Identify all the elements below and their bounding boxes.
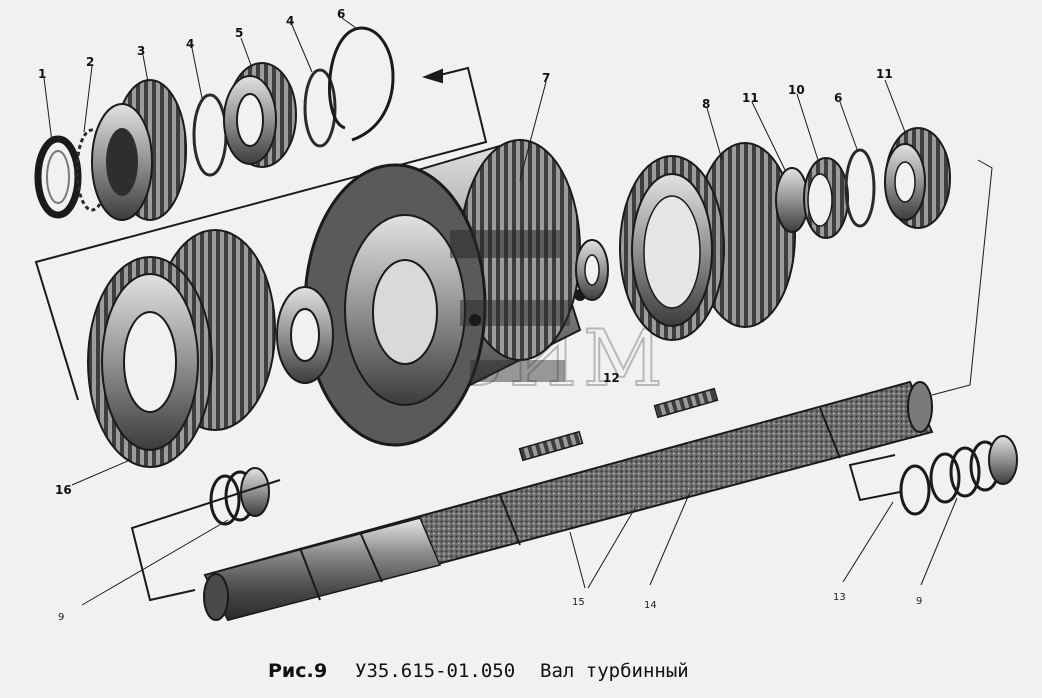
leader-lines-top-right (706, 79, 993, 396)
callout-3: 3 (137, 44, 145, 58)
part-4-ring-a (192, 93, 228, 177)
part-6-snap-ring-b (844, 148, 876, 228)
callout-5: 5 (235, 26, 243, 40)
callout-12: 12 (603, 371, 620, 385)
figure-caption: Рис. 9 У35.615-01.050 Вал турбинный (268, 660, 689, 682)
leader-9-left (81, 519, 229, 606)
callout-15: 15 (572, 597, 585, 608)
callout-6b: 6 (834, 91, 842, 105)
part-13-seal-ring (899, 464, 931, 516)
assembly-bracket-bottom-right (848, 454, 901, 502)
leader-lines-shaft (569, 491, 691, 589)
callout-9b: 9 (916, 596, 922, 607)
callout-11b: 11 (876, 67, 893, 81)
part-1-ring (34, 135, 82, 219)
callout-10: 10 (788, 83, 805, 97)
part-bearing-center-left (276, 286, 334, 384)
part-8-gear-hub (619, 142, 796, 341)
part-3-gear (91, 79, 187, 221)
part-5-bearing (223, 62, 297, 168)
callout-8: 8 (702, 97, 710, 111)
callout-14: 14 (644, 600, 657, 611)
callout-4b: 4 (286, 14, 294, 28)
part-9-seal-rings-left (209, 467, 270, 526)
caption-prefix: Рис. (268, 660, 314, 682)
callout-labels: 1 2 3 4 5 4 6 7 8 11 10 6 11 12 16 9 15 … (38, 7, 922, 623)
caption-code: У35.615-01.050 (355, 660, 515, 682)
callout-1: 1 (38, 67, 46, 81)
callout-2: 2 (86, 55, 94, 69)
part-14-turbine-shaft (203, 380, 934, 622)
caption-title: Вал турбинный (540, 660, 689, 682)
callout-11a: 11 (742, 91, 759, 105)
callout-16: 16 (55, 483, 72, 497)
part-7-clutch-drum (303, 138, 586, 447)
part-10-bearing (803, 157, 849, 239)
leader-16 (71, 459, 131, 486)
assembly-bracket-top (34, 66, 488, 401)
part-4-ring-b (303, 68, 337, 148)
part-11-bearing-b (884, 127, 951, 229)
part-9-seal-rings-right (929, 435, 1018, 504)
part-16-double-gear (87, 229, 276, 468)
assembly-bracket-bottom-left (130, 479, 281, 602)
leader-lines-top-left (43, 17, 357, 143)
part-15-keys (518, 387, 719, 462)
part-12-small-bearing (575, 239, 609, 301)
callout-6a: 6 (337, 7, 345, 21)
part-6-snap-ring-a (328, 26, 395, 142)
caption-figure-number: 9 (314, 660, 327, 682)
callout-4a: 4 (186, 37, 194, 51)
callout-7: 7 (542, 71, 550, 85)
leader-lines-bottom-right (842, 497, 958, 586)
callout-13: 13 (833, 592, 846, 603)
callout-9a: 9 (58, 612, 64, 623)
leader-7 (519, 81, 547, 181)
